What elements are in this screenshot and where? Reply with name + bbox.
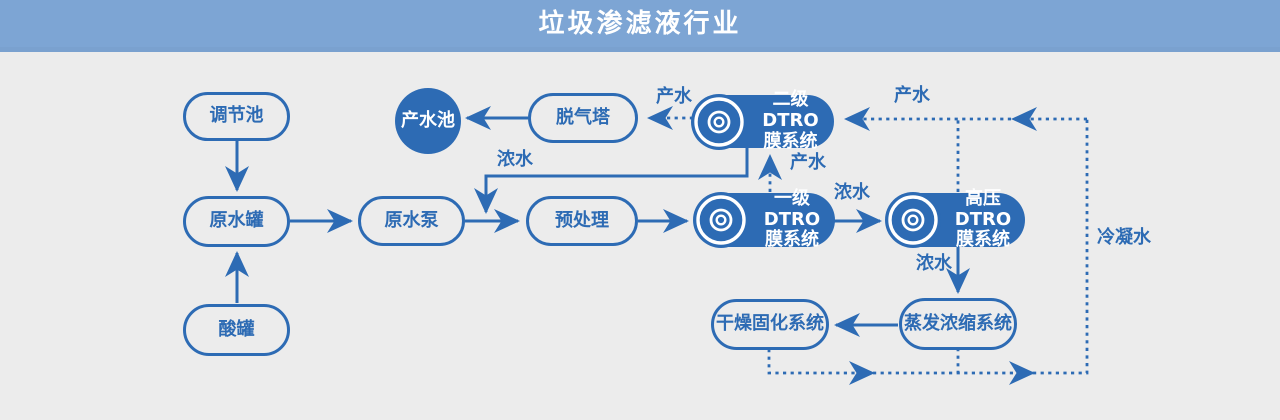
header-bar: 垃圾渗滤液行业 bbox=[0, 0, 1280, 47]
node-label: 原水泵 bbox=[384, 209, 439, 231]
edge-label-condensate-water: 冷凝水 bbox=[1097, 227, 1151, 248]
dtro-membrane-disc-icon bbox=[885, 192, 941, 248]
node-degassing-tower: 脱气塔 bbox=[528, 93, 638, 143]
node-label: 一级DTRO 膜系统 bbox=[749, 187, 835, 251]
edge-label-concentrate-water: 浓水 bbox=[497, 149, 533, 170]
node-dtro-high-pressure: 高压DTRO 膜系统 bbox=[885, 188, 1025, 250]
dtro-membrane-disc-icon bbox=[693, 192, 749, 248]
node-drying-solidification-system: 干燥固化系统 bbox=[711, 299, 829, 350]
header-strip bbox=[0, 47, 1280, 52]
edge-label-concentrate-water: 浓水 bbox=[834, 182, 870, 203]
node-label-line1: 二级DTRO bbox=[762, 89, 819, 132]
node-label: 调节池 bbox=[209, 105, 264, 127]
page-title: 垃圾渗滤液行业 bbox=[538, 8, 742, 39]
node-label: 产水池 bbox=[401, 109, 455, 131]
node-product-water-pool: 产水池 bbox=[395, 88, 461, 154]
node-dtro-stage2: 二级DTRO 膜系统 bbox=[691, 90, 834, 152]
edge-label-product-water: 产水 bbox=[894, 85, 930, 106]
edge-drying-bottom-segment1 bbox=[767, 349, 875, 385]
node-label: 酸罐 bbox=[218, 318, 255, 340]
node-label: 脱气塔 bbox=[556, 106, 610, 128]
node-label-line1: 高压DTRO bbox=[954, 187, 1012, 230]
node-raw-water-pump: 原水泵 bbox=[358, 196, 465, 246]
dtro-membrane-disc-icon bbox=[691, 93, 747, 150]
node-label: 预处理 bbox=[555, 209, 609, 231]
node-evaporation-concentration-system: 蒸发浓缩系统 bbox=[899, 298, 1017, 350]
node-pretreatment: 预处理 bbox=[526, 196, 638, 246]
node-label-line2: 膜系统 bbox=[765, 229, 819, 251]
node-label-line2: 膜系统 bbox=[763, 130, 818, 152]
node-raw-water-tank: 原水罐 bbox=[183, 196, 290, 247]
node-label-line2: 膜系统 bbox=[956, 229, 1010, 251]
node-label: 蒸发浓缩系统 bbox=[904, 312, 1012, 334]
node-label-line1: 一级DTRO bbox=[763, 187, 821, 230]
node-label: 干燥固化系统 bbox=[716, 313, 824, 335]
node-label: 二级DTRO 膜系统 bbox=[747, 90, 834, 152]
node-label: 高压DTRO 膜系统 bbox=[941, 187, 1025, 251]
node-dtro-stage1: 一级DTRO 膜系统 bbox=[693, 188, 835, 250]
edge-label-product-water: 产水 bbox=[790, 152, 826, 173]
node-label: 原水罐 bbox=[209, 210, 264, 232]
node-regulation-pool: 调节池 bbox=[183, 92, 290, 141]
edge-label-concentrate-water: 浓水 bbox=[916, 253, 952, 274]
edge-condensate-riser bbox=[1033, 119, 1089, 375]
node-acid-tank: 酸罐 bbox=[183, 304, 290, 356]
edge-dtro-stage2-concentrate-return bbox=[474, 148, 749, 214]
edge-label-product-water: 产水 bbox=[656, 86, 692, 107]
